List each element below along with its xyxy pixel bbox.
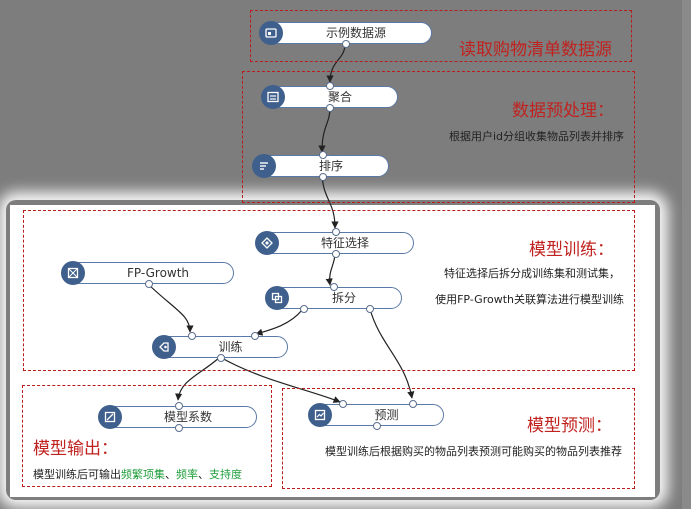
port-in[interactable]	[175, 402, 183, 410]
group-preprocess-title: 数据预处理：	[512, 101, 614, 121]
node-fpgrowth-label: FP-Growth	[126, 266, 190, 280]
edge-train-coef	[175, 356, 221, 401]
group-output-title: 模型输出：	[33, 439, 118, 459]
node-predict[interactable]: 预测	[308, 400, 444, 430]
port-out[interactable]	[319, 173, 327, 181]
node-feature-select[interactable]: 特征选择	[255, 228, 414, 258]
algorithm-icon	[61, 261, 85, 285]
port-out[interactable]	[175, 424, 183, 432]
output-desc-sep-1: 、	[165, 468, 176, 481]
node-sort[interactable]: 排序	[252, 151, 389, 181]
port-out[interactable]	[373, 422, 381, 430]
edge-train-predict	[219, 356, 341, 403]
node-train[interactable]: 训练	[152, 332, 288, 362]
edge-split-train	[255, 309, 303, 336]
group-output: 模型输出： 模型训练后可输出频繁项集、频率、支持度	[22, 385, 272, 487]
node-sort-label: 排序	[318, 159, 343, 173]
port-out[interactable]	[217, 354, 225, 362]
node-model-coef[interactable]: 模型系数	[98, 402, 257, 432]
split-icon	[265, 286, 289, 310]
port-out[interactable]	[332, 250, 340, 258]
output-desc-frequency: 频率	[176, 468, 198, 481]
port-in[interactable]	[326, 82, 334, 90]
database-icon	[259, 21, 283, 45]
port-out-left[interactable]	[300, 305, 308, 313]
node-split[interactable]: 拆分	[265, 283, 402, 313]
output-desc-support: 支持度	[209, 468, 242, 481]
group-predict-desc: 模型训练后根据购买的物品列表预测可能购买的物品列表推荐	[325, 445, 622, 458]
port-in[interactable]	[330, 283, 338, 291]
port-in-right[interactable]	[409, 400, 417, 408]
group-train: 模型训练： 特征选择后拆分成训练集和测试集， 使用FP-Growth关联算法进行…	[23, 210, 635, 371]
port-in[interactable]	[319, 151, 327, 159]
port-out[interactable]	[326, 104, 334, 112]
group-train-desc-2: 使用FP-Growth关联算法进行模型训练	[435, 293, 624, 306]
group-train-desc-1: 特征选择后拆分成训练集和测试集，	[444, 267, 620, 280]
edge-split-predict	[369, 308, 415, 399]
group-preprocess-desc: 根据用户id分组收集物品列表并排序	[448, 130, 624, 143]
sort-icon	[252, 154, 276, 178]
node-split-label: 拆分	[331, 291, 356, 305]
output-desc-frequent-itemsets: 频繁项集	[121, 468, 165, 481]
node-predict-label: 预测	[374, 408, 399, 422]
port-out[interactable]	[145, 280, 153, 288]
node-aggregate[interactable]: 聚合	[261, 82, 398, 112]
node-train-label: 训练	[218, 340, 243, 354]
predict-icon	[308, 403, 332, 427]
port-in-left[interactable]	[188, 332, 196, 340]
feature-select-icon	[255, 231, 279, 255]
port-out-right[interactable]	[366, 305, 374, 313]
port-in[interactable]	[332, 228, 340, 236]
port-out[interactable]	[342, 40, 350, 48]
node-model-coef-label: 模型系数	[163, 410, 212, 424]
port-in-left[interactable]	[339, 400, 347, 408]
aggregate-icon	[261, 85, 285, 109]
group-output-desc: 模型训练后可输出频繁项集、频率、支持度	[33, 466, 242, 482]
output-desc-sep-2: 、	[198, 468, 209, 481]
group-predict-title: 模型预测：	[527, 416, 612, 436]
group-predict: 模型预测： 模型训练后根据购买的物品列表预测可能购买的物品列表推荐	[282, 388, 635, 489]
group-read-title: 读取购物清单数据源	[459, 40, 612, 60]
chart-icon	[98, 405, 122, 429]
node-aggregate-label: 聚合	[327, 90, 352, 104]
node-fpgrowth[interactable]: FP-Growth	[61, 261, 234, 288]
train-icon	[152, 335, 176, 359]
edge-fpgrowth-train	[147, 283, 194, 333]
port-in-right[interactable]	[251, 332, 259, 340]
node-feature-select-label: 特征选择	[320, 236, 369, 250]
node-source-label: 示例数据源	[325, 26, 386, 40]
group-preprocess: 数据预处理： 根据用户id分组收集物品列表并排序	[242, 71, 635, 203]
output-desc-prefix: 模型训练后可输出	[33, 468, 121, 481]
group-read-source: 读取购物清单数据源	[250, 10, 632, 62]
group-train-title: 模型训练：	[529, 240, 614, 260]
node-source[interactable]: 示例数据源	[259, 21, 432, 48]
